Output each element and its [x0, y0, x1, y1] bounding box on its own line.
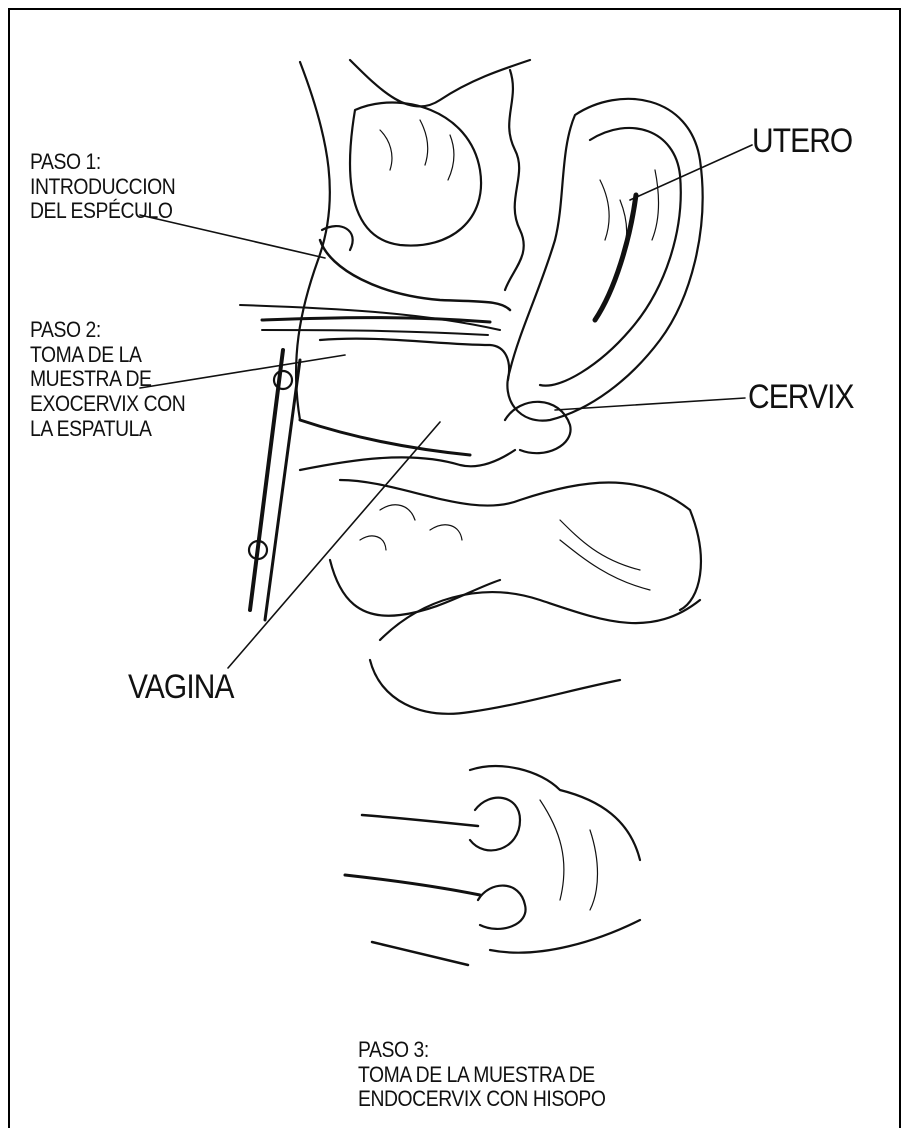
lower-bowel-2 — [370, 660, 620, 714]
bowel-contour — [340, 480, 701, 610]
paso3-line2: ENDOCERVIX CON HISOPO — [358, 1087, 606, 1112]
shading-3 — [360, 505, 462, 550]
shading-1 — [380, 120, 454, 180]
label-vagina: VAGINA — [128, 668, 234, 706]
uterine-cavity — [595, 195, 636, 320]
inset-cervix-2 — [478, 886, 526, 929]
paso2-line4: LA ESPATULA — [30, 417, 185, 442]
rectum-wavy — [505, 70, 524, 290]
speculum-screw-upper — [274, 371, 292, 389]
paso2-line2: MUESTRA DE — [30, 367, 185, 392]
paso2-line3: EXOCERVIX CON — [30, 392, 185, 417]
label-paso1: PASO 1: INTRODUCCION DEL ESPÉCULO — [30, 150, 175, 224]
inset-speculum-upper — [362, 815, 478, 826]
speculum-lower-blade — [300, 420, 470, 455]
inset-speculum-lower — [372, 942, 468, 965]
inset-shading — [540, 800, 598, 910]
lower-bowel — [380, 592, 700, 640]
bladder-contour — [350, 103, 481, 246]
speculum-handle-2 — [265, 360, 300, 620]
inset-uterus — [470, 766, 640, 860]
paso1-title: PASO 1: — [30, 150, 175, 175]
label-paso2: PASO 2: TOMA DE LA MUESTRA DE EXOCERVIX … — [30, 318, 185, 441]
paso1-line1: INTRODUCCION — [30, 175, 175, 200]
uterus-inner — [540, 128, 681, 386]
spine-contour — [296, 62, 330, 420]
speculum-fornix — [320, 240, 510, 310]
paso3-title: PASO 3: — [358, 1038, 606, 1063]
inset-brush — [345, 875, 480, 895]
label-paso3: PASO 3: TOMA DE LA MUESTRA DE ENDOCERVIX… — [358, 1038, 606, 1112]
perineum-contour — [330, 560, 500, 616]
inset-cervix — [470, 798, 520, 851]
shading-2 — [600, 170, 658, 260]
leader-utero — [630, 145, 752, 200]
speculum-handle — [250, 350, 283, 610]
vaginal-wall-upper — [320, 339, 509, 380]
leader-cervix — [555, 398, 745, 410]
paso1-line2: DEL ESPÉCULO — [30, 199, 175, 224]
abdominal-wall — [350, 60, 530, 106]
shading-4 — [560, 520, 650, 590]
label-utero: UTERO — [752, 122, 852, 160]
label-cervix: CERVIX — [748, 378, 854, 416]
paso2-line1: TOMA DE LA — [30, 343, 185, 368]
paso2-title: PASO 2: — [30, 318, 185, 343]
uterus-outer — [507, 99, 702, 421]
speculum-upper-blade-2 — [262, 330, 488, 335]
paso3-line1: TOMA DE LA MUESTRA DE — [358, 1063, 606, 1088]
